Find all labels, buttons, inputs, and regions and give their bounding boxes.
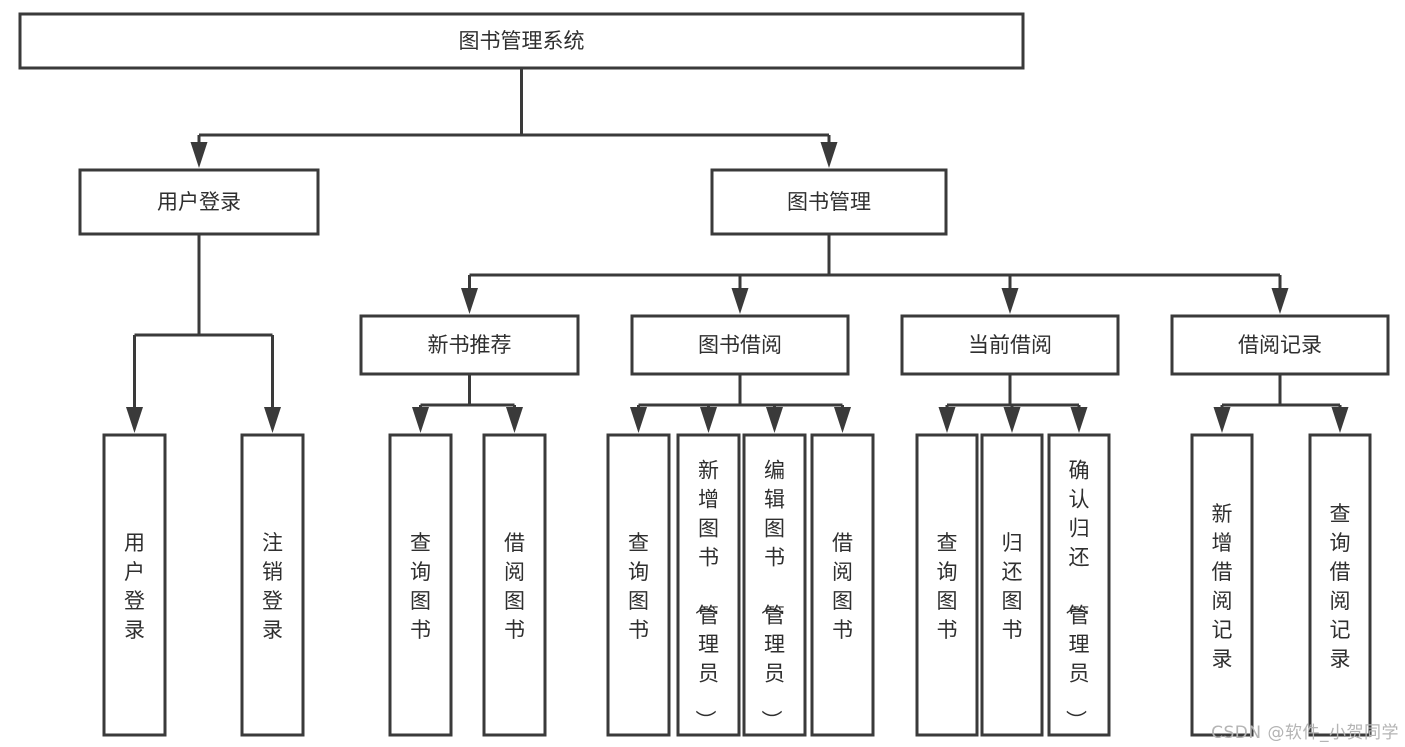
node-label: 注销登录 [262, 531, 283, 642]
node-l3_2[interactable]: 查询图书 [388, 433, 453, 737]
arrow-head-icon [1070, 407, 1088, 433]
arrow-head-icon [731, 288, 749, 314]
node-box [78, 168, 320, 236]
node-label: 编辑图书（管理员） [759, 459, 785, 731]
node-box [240, 433, 305, 737]
node-label: 借阅图书 [832, 531, 853, 642]
node-box [482, 433, 547, 737]
arrow-head-icon [1213, 407, 1231, 433]
node-box [1047, 433, 1111, 737]
node-box [915, 433, 979, 737]
arrow-head-icon [766, 407, 783, 433]
csdn-watermark: CSDN @软件_小贺同学 [1211, 723, 1399, 743]
node-label: 查询图书 [937, 531, 958, 642]
node-label: 新增借阅记录 [1212, 502, 1233, 671]
node-l3_8[interactable]: 查询图书 [915, 433, 979, 737]
node-label: 用户登录 [157, 190, 241, 214]
arrow-head-icon [834, 407, 851, 433]
node-label: 查询图书 [628, 531, 649, 642]
node-box [900, 314, 1120, 376]
node-label: 归还图书 [1002, 531, 1023, 642]
arrow-head-icon [126, 407, 143, 433]
arrow-head-icon [264, 407, 281, 433]
node-label: 新增图书（管理员） [693, 459, 719, 731]
node-label: 图书管理系统 [459, 29, 585, 53]
arrow-head-icon [1331, 407, 1349, 433]
arrow-head-icon [190, 142, 208, 168]
node-label: 图书管理 [787, 190, 871, 214]
node-box [1170, 314, 1390, 376]
node-box [388, 433, 453, 737]
arrow-head-icon [938, 407, 956, 433]
node-l3_1[interactable]: 注销登录 [240, 433, 305, 737]
node-label: 用户登录 [124, 531, 145, 642]
node-box [102, 433, 167, 737]
node-box [710, 168, 948, 236]
node-box [742, 433, 807, 737]
arrow-head-icon [461, 288, 478, 314]
node-box [1308, 433, 1372, 737]
node-box [810, 433, 875, 737]
arrow-head-icon [1271, 288, 1289, 314]
node-box [1190, 433, 1254, 737]
arrow-head-icon [1003, 407, 1021, 433]
node-l2_1[interactable]: 图书借阅 [630, 314, 850, 376]
arrow-head-icon [506, 407, 523, 433]
arrow-head-icon [412, 407, 429, 433]
node-label: 借阅记录 [1238, 333, 1322, 357]
arrow-head-icon [630, 407, 647, 433]
node-box [359, 314, 580, 376]
node-l3_7[interactable]: 借阅图书 [810, 433, 875, 737]
edges-layer [126, 68, 1349, 433]
node-l3_0[interactable]: 用户登录 [102, 433, 167, 737]
node-l2_2[interactable]: 当前借阅 [900, 314, 1120, 376]
node-label: 借阅图书 [504, 531, 525, 642]
node-l3_6[interactable]: 编辑图书（管理员） [742, 433, 807, 737]
node-l3_12[interactable]: 查询借阅记录 [1308, 433, 1372, 737]
node-label: 当前借阅 [968, 333, 1052, 357]
node-label: 新书推荐 [428, 333, 512, 357]
node-box [18, 12, 1025, 70]
node-label: 查询借阅记录 [1330, 502, 1351, 671]
node-label: 确认归还（管理员） [1064, 459, 1090, 731]
node-l3_9[interactable]: 归还图书 [980, 433, 1044, 737]
node-l3_4[interactable]: 查询图书 [606, 433, 671, 737]
node-label: 图书借阅 [698, 333, 782, 357]
node-box [606, 433, 671, 737]
node-box [676, 433, 741, 737]
nodes-layer: 图书管理系统用户登录图书管理新书推荐图书借阅当前借阅借阅记录用户登录注销登录查询… [18, 12, 1390, 737]
node-l3_10[interactable]: 确认归还（管理员） [1047, 433, 1111, 737]
node-box [630, 314, 850, 376]
arrow-head-icon [820, 142, 838, 168]
node-l3_3[interactable]: 借阅图书 [482, 433, 547, 737]
arrow-head-icon [700, 407, 717, 433]
node-l1_0[interactable]: 用户登录 [78, 168, 320, 236]
arrow-head-icon [1001, 288, 1019, 314]
node-root[interactable]: 图书管理系统 [18, 12, 1025, 70]
node-box [980, 433, 1044, 737]
node-l3_5[interactable]: 新增图书（管理员） [676, 433, 741, 737]
node-l2_3[interactable]: 借阅记录 [1170, 314, 1390, 376]
node-label: 查询图书 [410, 531, 431, 642]
node-l1_1[interactable]: 图书管理 [710, 168, 948, 236]
node-l2_0[interactable]: 新书推荐 [359, 314, 580, 376]
node-l3_11[interactable]: 新增借阅记录 [1190, 433, 1254, 737]
